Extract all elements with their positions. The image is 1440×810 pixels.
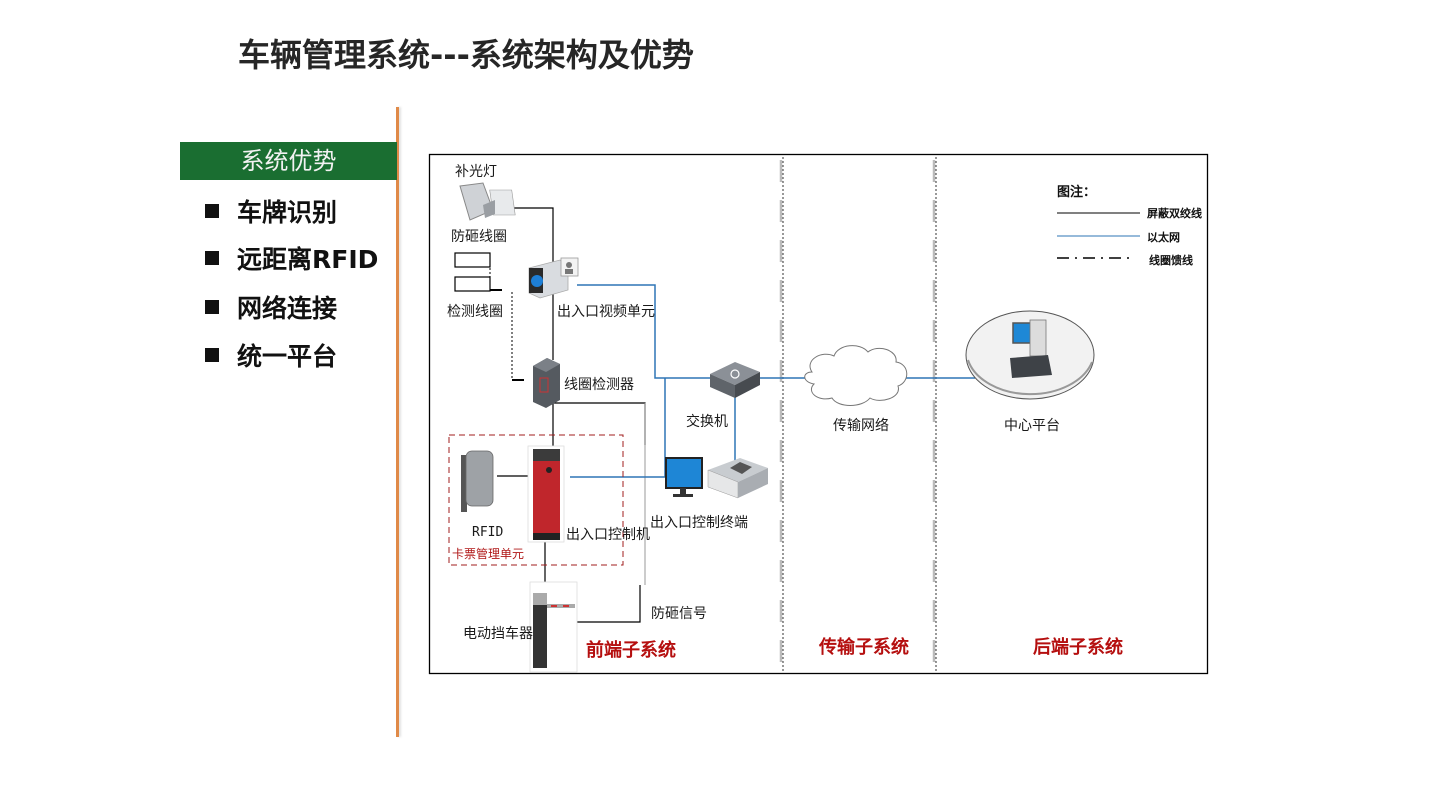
separator-front-transport bbox=[779, 157, 784, 673]
card-unit-boundary bbox=[448, 434, 624, 566]
camera-icon bbox=[528, 257, 579, 299]
bullet-square-icon bbox=[205, 204, 219, 218]
terminal-server-icon bbox=[707, 458, 768, 499]
fill-light-label: 补光灯 bbox=[455, 164, 497, 180]
front-subsystem-label: 前端子系统 bbox=[586, 640, 676, 661]
back-subsystem-label: 后端子系统 bbox=[1033, 637, 1123, 658]
diagram-frame bbox=[428, 153, 1209, 675]
advantage-label: 车牌识别 bbox=[237, 198, 338, 227]
center-platform-icon bbox=[965, 310, 1095, 400]
anti-smash-signal-label: 防砸信号 bbox=[651, 606, 707, 622]
video-unit-label: 出入口视频单元 bbox=[557, 304, 655, 320]
entrance-controller-icon bbox=[527, 445, 565, 543]
card-unit-label: 卡票管理单元 bbox=[452, 547, 525, 561]
advantage-label: 统一平台 bbox=[237, 342, 338, 371]
rfid-reader-icon bbox=[461, 450, 494, 512]
detection-coil-icon bbox=[454, 276, 491, 292]
fill-light-icon bbox=[459, 182, 516, 221]
sidebar-header: 系统优势 bbox=[180, 142, 397, 180]
advantage-label: 网络连接 bbox=[237, 294, 338, 323]
transmission-network-cloud-icon bbox=[804, 345, 908, 406]
legend-title: 图注： bbox=[1057, 185, 1097, 200]
terminal-monitor-icon bbox=[665, 457, 703, 497]
advantage-item: 网络连接 bbox=[205, 289, 337, 325]
detection-coil-label: 检测线圈 bbox=[447, 304, 503, 320]
coil-detector-label: 线圈检测器 bbox=[564, 377, 634, 393]
transport-subsystem-label: 传输子系统 bbox=[819, 637, 909, 658]
switch-label: 交换机 bbox=[686, 414, 728, 430]
barrier-gate-icon bbox=[529, 581, 578, 673]
center-platform-label: 中心平台 bbox=[1004, 418, 1060, 434]
advantage-item: 远距离RFID bbox=[205, 240, 378, 276]
advantage-label: 远距离RFID bbox=[237, 245, 379, 274]
bullet-square-icon bbox=[205, 300, 219, 314]
barrier-label: 电动挡车器 bbox=[463, 626, 533, 642]
switch-icon bbox=[710, 362, 760, 398]
anti-smash-coil-icon bbox=[454, 252, 491, 268]
controller-label: 出入口控制机 bbox=[566, 527, 650, 543]
page-title: 车辆管理系统---系统架构及优势 bbox=[238, 36, 694, 74]
bullet-square-icon bbox=[205, 348, 219, 362]
rfid-label: RFID bbox=[472, 525, 504, 540]
anti-smash-coil-label: 防砸线圈 bbox=[451, 229, 507, 245]
legend-label-ethernet: 以太网 bbox=[1147, 231, 1180, 244]
vertical-divider bbox=[396, 107, 399, 737]
legend-label-coil-feed: 线圈馈线 bbox=[1149, 254, 1193, 267]
legend-label-twisted-pair: 屏蔽双绞线 bbox=[1147, 207, 1202, 220]
separator-transport-back bbox=[932, 157, 937, 673]
coil-feed-lines bbox=[489, 268, 524, 381]
advantage-item: 车牌识别 bbox=[205, 193, 337, 229]
bullet-square-icon bbox=[205, 251, 219, 265]
terminal-label: 出入口控制终端 bbox=[650, 515, 748, 531]
advantage-item: 统一平台 bbox=[205, 337, 337, 373]
coil-detector-icon bbox=[533, 358, 560, 408]
network-label: 传输网络 bbox=[833, 418, 889, 434]
